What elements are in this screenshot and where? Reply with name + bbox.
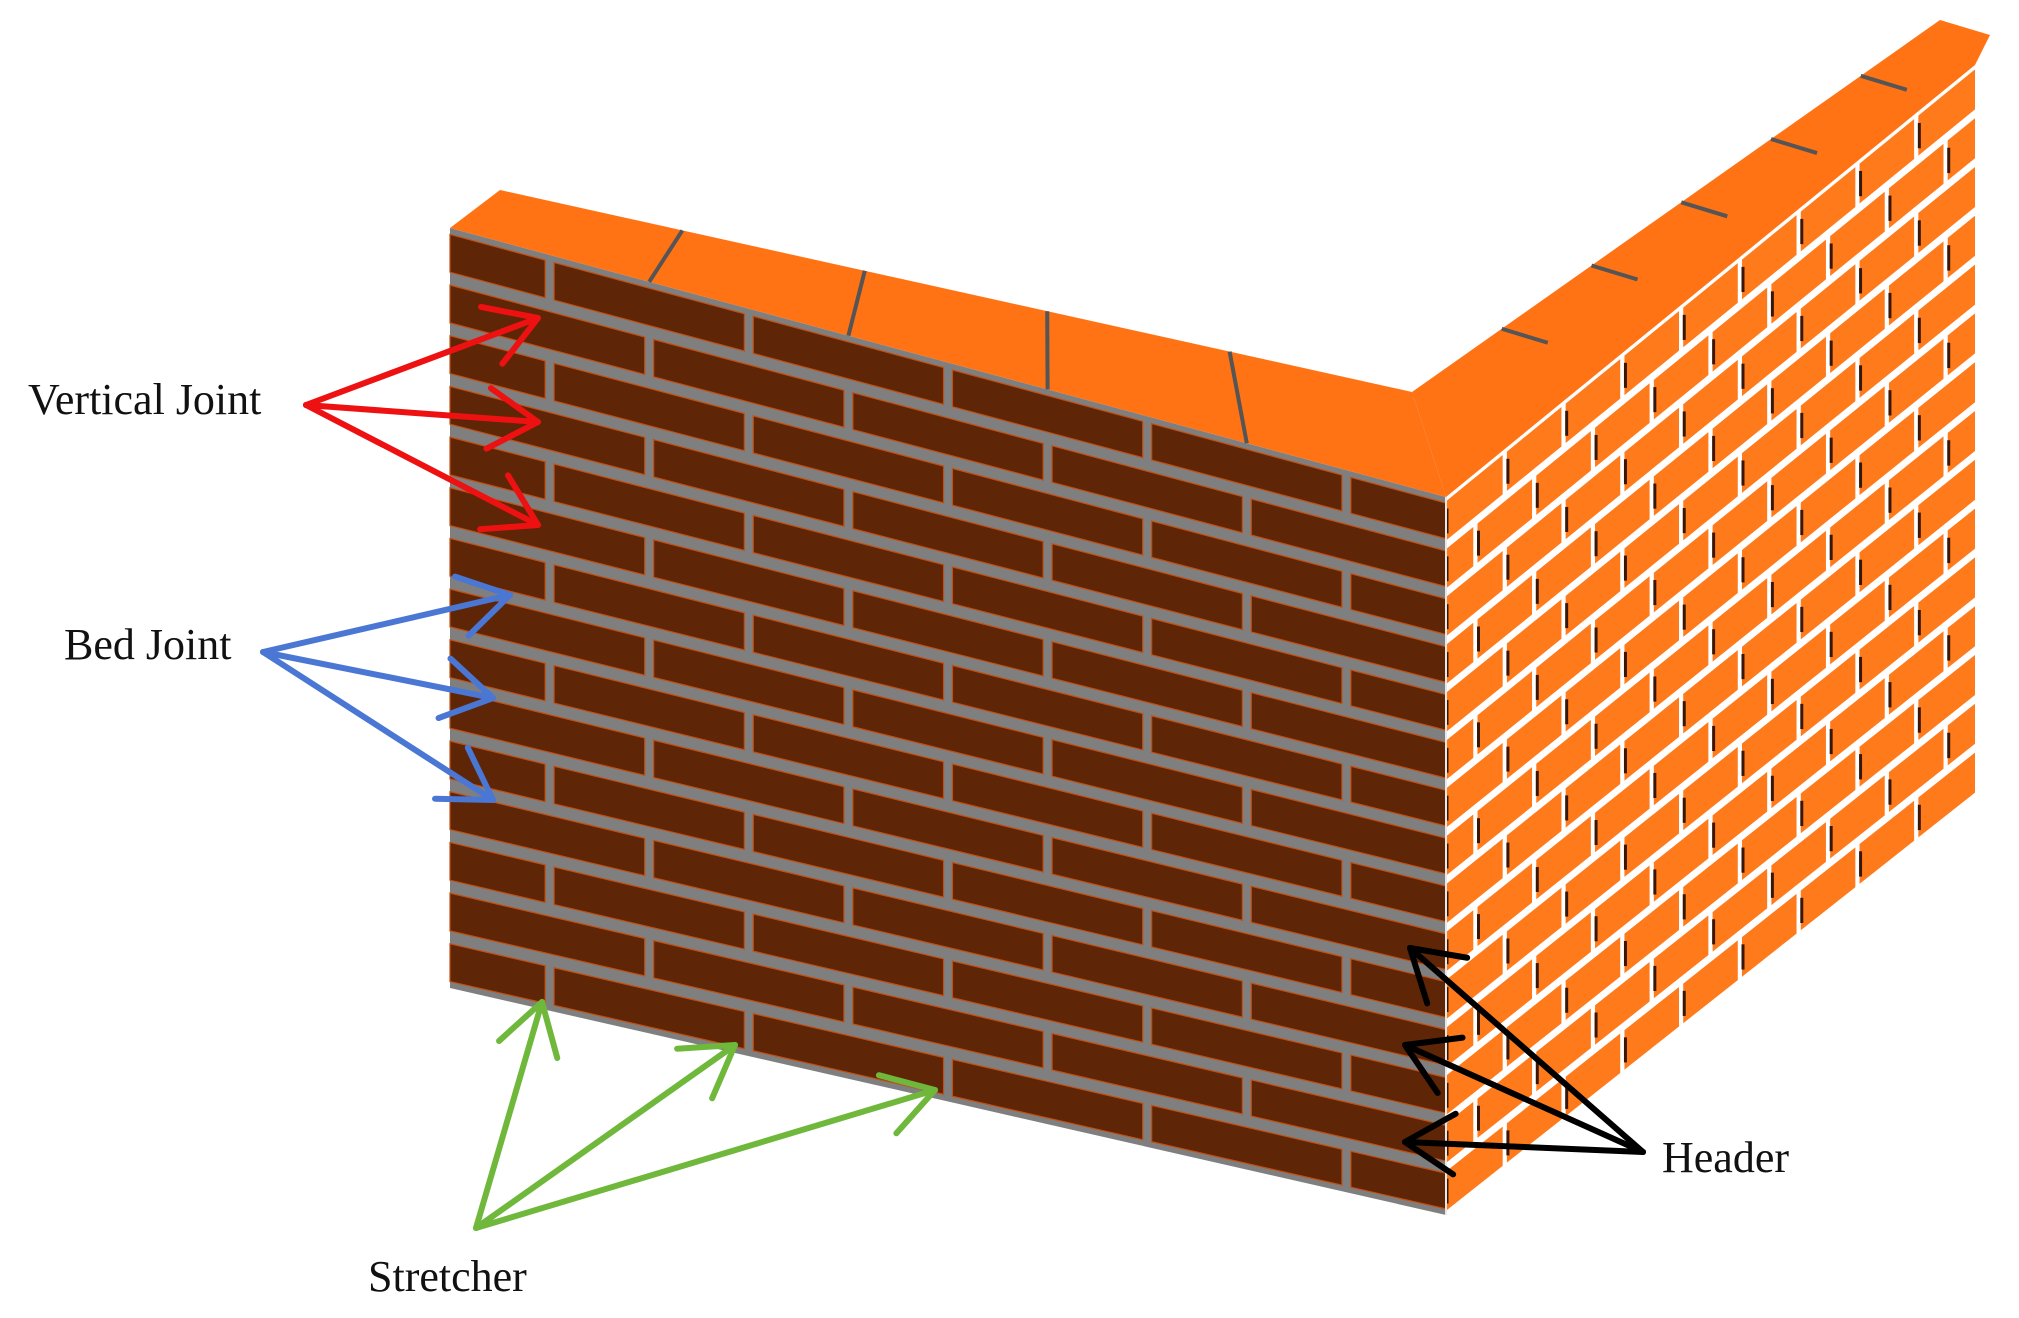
stretcher-arrow [476,1090,935,1228]
header-label: Header [1662,1136,1789,1180]
stretcher-label: Stretcher [368,1255,527,1299]
vertical-joint-label: Vertical Joint [28,378,261,422]
bed-joint-label: Bed Joint [64,623,231,667]
stretcher-arrow [476,1045,735,1228]
brick-wall [450,20,1990,1215]
